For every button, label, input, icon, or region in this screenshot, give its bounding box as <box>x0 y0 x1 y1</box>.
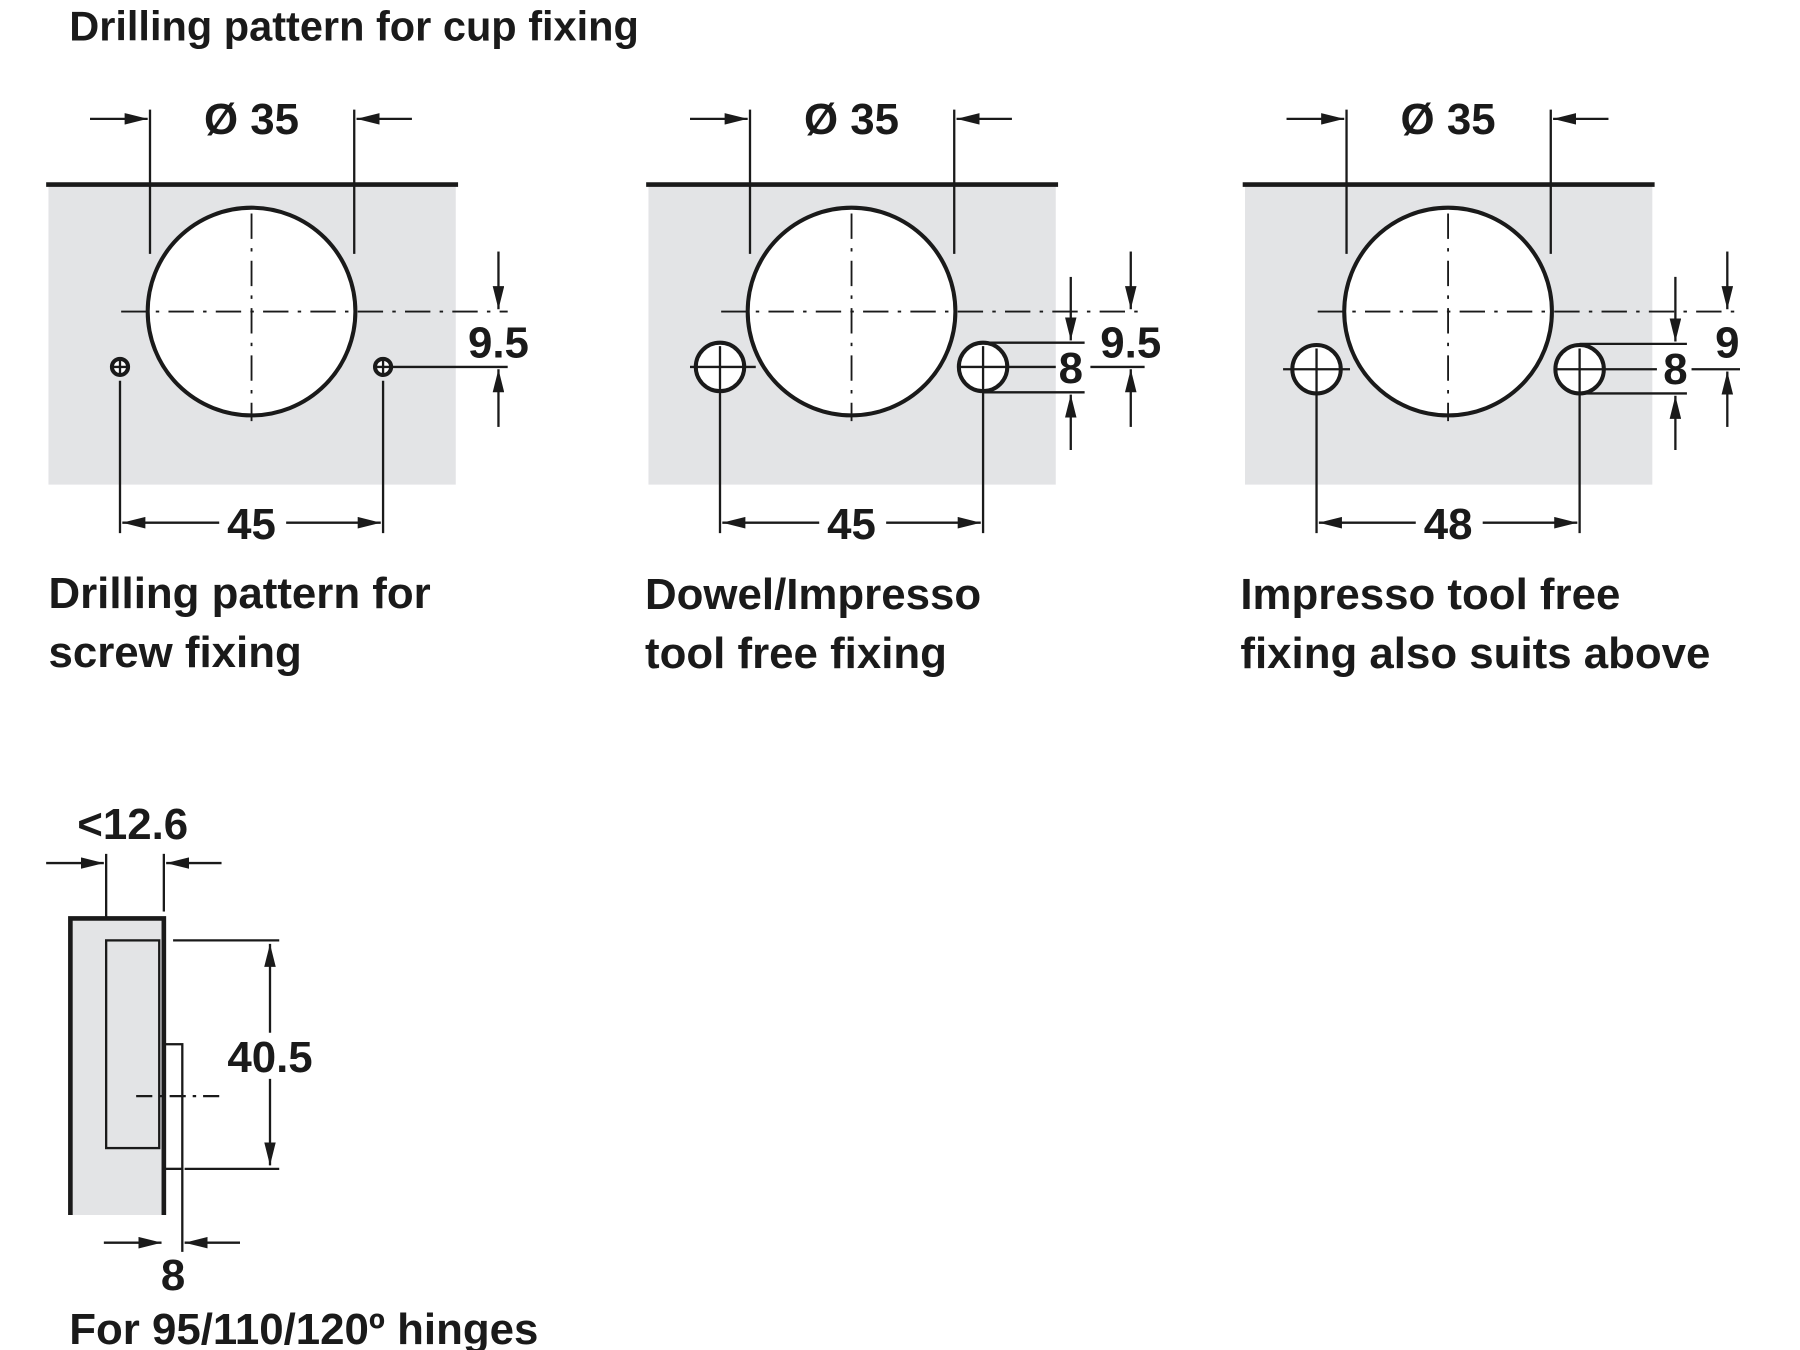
offset-label: 9 <box>1715 319 1739 368</box>
hole-diameter-label: 8 <box>1059 344 1083 393</box>
spacing-label: 48 <box>1424 500 1473 549</box>
pattern-caption: Dowel/Impresso <box>645 570 981 619</box>
offset-label: 9.5 <box>468 319 529 368</box>
pattern-caption: fixing also suits above <box>1240 629 1710 678</box>
height-label: 40.5 <box>227 1033 312 1082</box>
pattern-impresso-fixing: Ø 35 8 9 48 Impresso tool free fixing al… <box>1240 95 1740 678</box>
pattern-screw-fixing: Ø 35 9.5 45 Drilling pattern for screw f… <box>46 95 529 677</box>
diameter-label: Ø 35 <box>1401 95 1496 144</box>
pattern-caption: Drilling pattern for <box>48 569 430 618</box>
diameter-label: Ø 35 <box>204 95 299 144</box>
pattern-dowel-fixing: Ø 35 8 9.5 45 Dowel/Impresso tool free f… <box>645 95 1161 678</box>
diameter-label: Ø 35 <box>804 95 899 144</box>
offset-label: 9.5 <box>1100 319 1161 368</box>
spacing-label: 45 <box>827 500 876 549</box>
pattern-caption: tool free fixing <box>645 629 947 678</box>
width-label: 8 <box>161 1251 185 1300</box>
hinge-side-view: <12.6 40.5 8 For 95/110/120º hinges <box>46 800 538 1350</box>
pattern-caption: Impresso tool free <box>1240 570 1620 619</box>
pattern-caption: screw fixing <box>48 628 301 677</box>
diagram-title: Drilling pattern for cup fixing <box>69 2 639 49</box>
depth-label: <12.6 <box>77 800 188 849</box>
hole-diameter-label: 8 <box>1663 345 1687 394</box>
side-view-caption: For 95/110/120º hinges <box>69 1305 538 1350</box>
spacing-label: 45 <box>227 500 276 549</box>
